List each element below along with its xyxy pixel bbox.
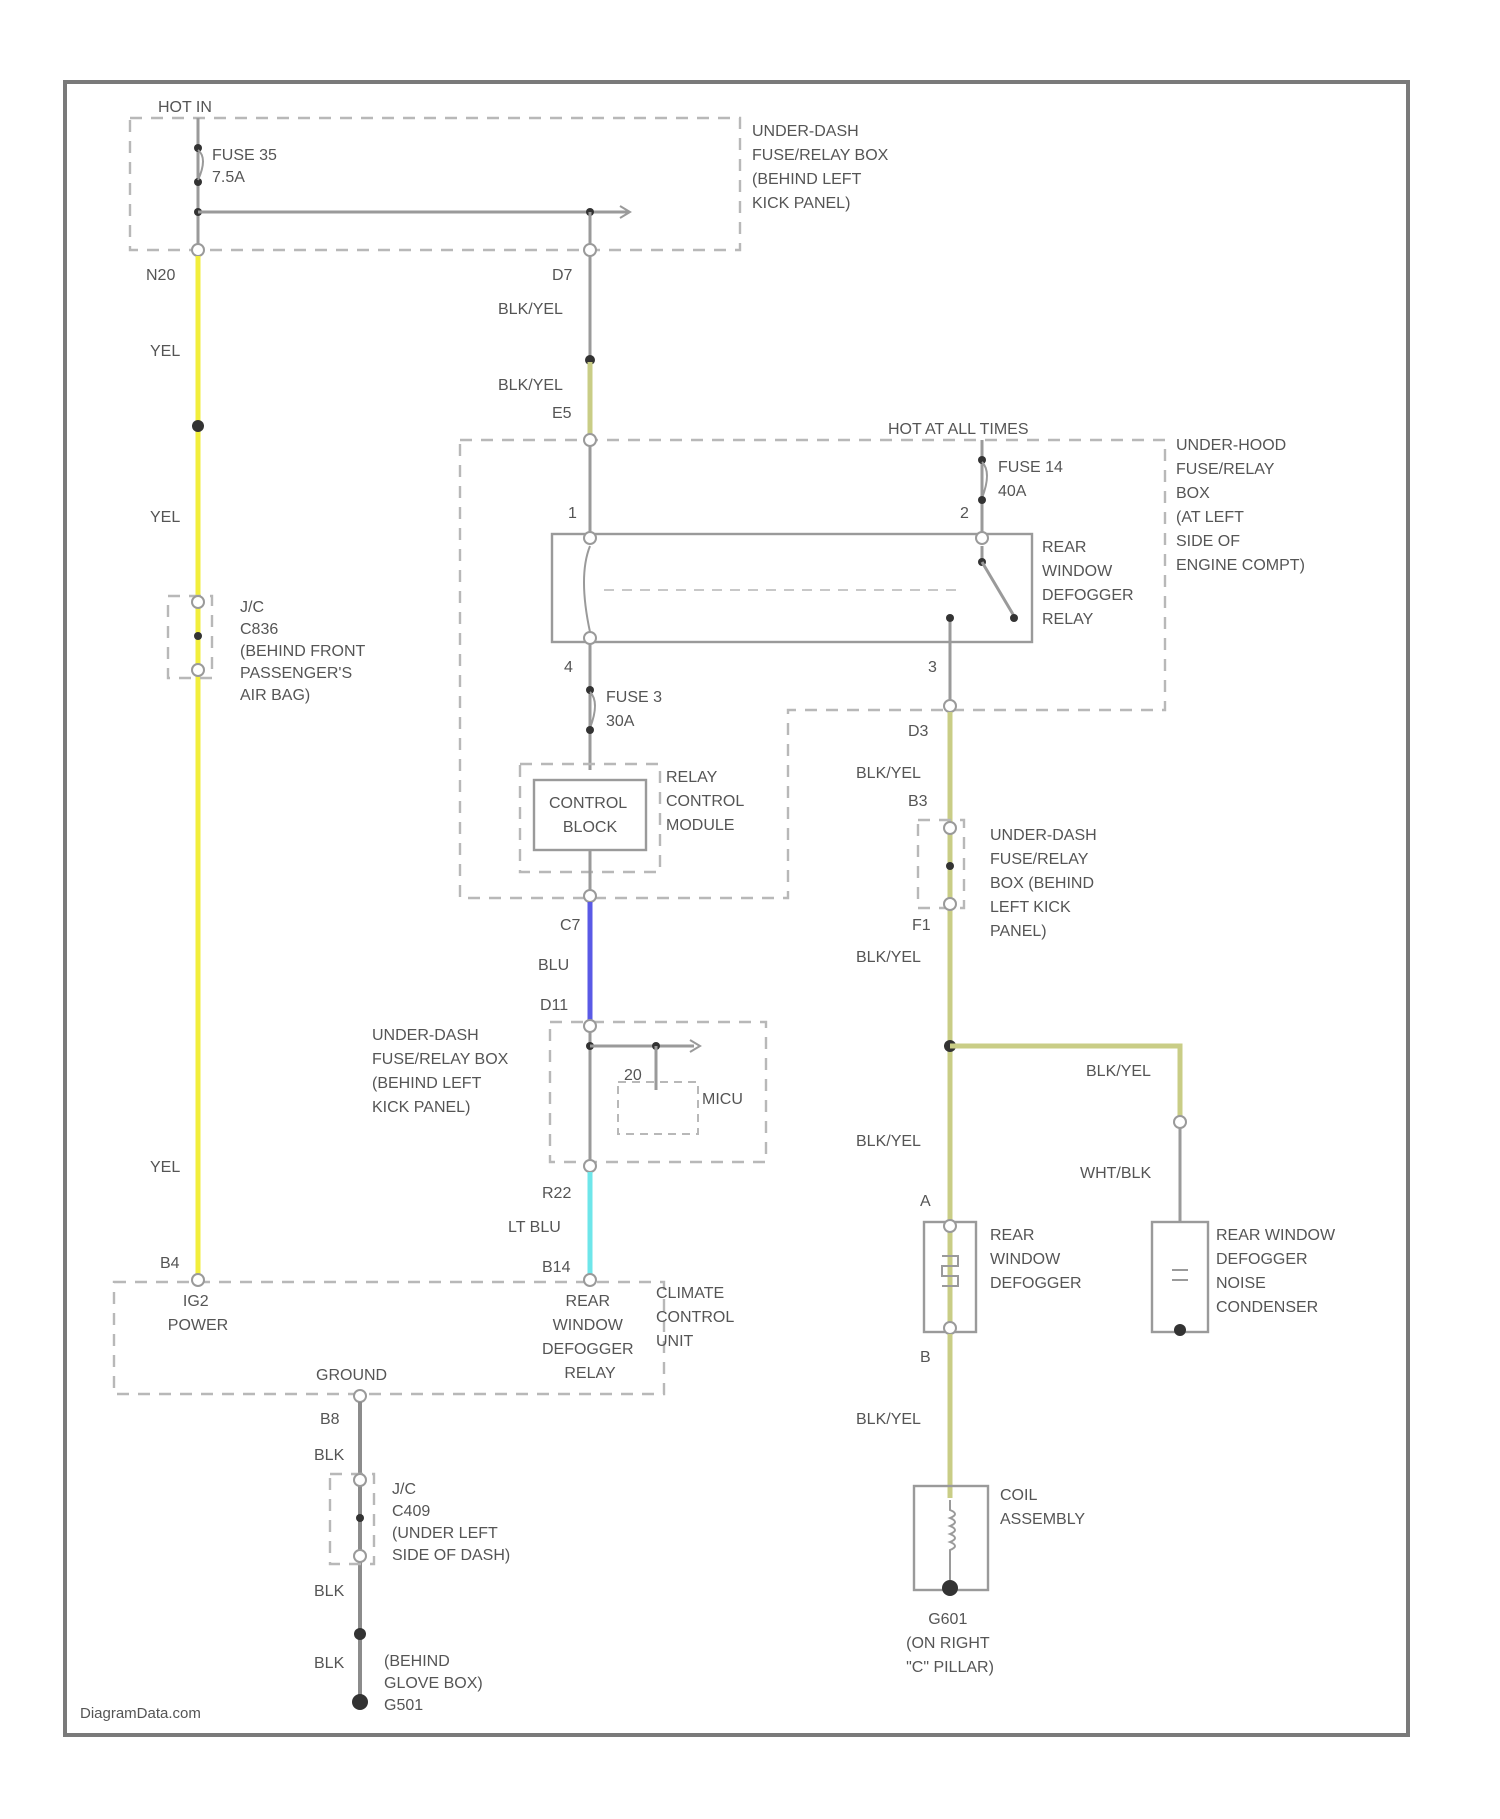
relay-coil-icon	[584, 546, 590, 632]
ground-g601-icon	[942, 1580, 958, 1596]
relay-control-module-label: RELAY CONTROL MODULE	[666, 769, 748, 834]
label-fuse-14: FUSE 14	[998, 459, 1063, 476]
label-yel-3: YEL	[150, 1159, 180, 1176]
coil-assembly-label: COIL ASSEMBLY	[1000, 1487, 1085, 1528]
jc-c836-label: J/C C836 (BEHIND FRONT PASSENGER'S AIR B…	[240, 599, 370, 704]
pin-b4: B4	[160, 1255, 180, 1272]
coil-winding-icon	[950, 1500, 955, 1580]
climate-control-unit-label: CLIMATE CONTROL UNIT	[656, 1285, 738, 1350]
rear-window-defogger-noise-condenser	[1152, 1222, 1208, 1332]
under-dash-box2-label: UNDER-DASH FUSE/RELAY BOX (BEHIND LEFT K…	[990, 827, 1101, 940]
pin-f1: F1	[912, 917, 931, 934]
label-yel-1: YEL	[150, 343, 180, 360]
rear-window-defogger-relay-label: REAR WINDOW DEFOGGER RELAY	[1042, 539, 1138, 628]
pin-r22: R22	[542, 1185, 571, 1202]
label-blk-yel-5: BLK/YEL	[1086, 1063, 1151, 1080]
pin-a: A	[920, 1193, 931, 1210]
pin-b3: B3	[908, 793, 928, 810]
label-hot-in: HOT IN	[158, 99, 212, 116]
wire-blk-yel-condenser	[950, 1046, 1180, 1118]
under-dash-box3-label: UNDER-DASH FUSE/RELAY BOX (BEHIND LEFT K…	[372, 1027, 513, 1116]
control-block	[534, 780, 646, 850]
g601-label: G601 (ON RIGHT "C" PILLAR)	[906, 1611, 994, 1676]
pin-b8: B8	[320, 1411, 340, 1428]
rear-window-defogger-relay	[552, 534, 1032, 642]
ground-g501-icon	[352, 1694, 368, 1710]
label-blu: BLU	[538, 957, 569, 974]
label-blk-1: BLK	[314, 1447, 345, 1464]
pin-2: 2	[960, 505, 969, 522]
label-fuse-3: FUSE 3	[606, 689, 662, 706]
label-hot-at-all-times: HOT AT ALL TIMES	[888, 421, 1029, 438]
pin-d7: D7	[552, 267, 573, 284]
label-ground: GROUND	[316, 1367, 387, 1384]
label-blk-yel-4: BLK/YEL	[856, 949, 921, 966]
pin-e5: E5	[552, 405, 572, 422]
label-fuse-35-rating: 7.5A	[212, 169, 245, 186]
pin-3: 3	[928, 659, 937, 676]
label-micu: MICU	[702, 1091, 743, 1108]
pin-4: 4	[564, 659, 573, 676]
noise-condenser-label: REAR WINDOW DEFOGGER NOISE CONDENSER	[1216, 1227, 1340, 1316]
label-lt-blu: LT BLU	[508, 1219, 561, 1236]
pin-d3: D3	[908, 723, 929, 740]
label-blk-yel-6: BLK/YEL	[856, 1133, 921, 1150]
jc-c409-label: J/C C409 (UNDER LEFT SIDE OF DASH)	[392, 1481, 510, 1564]
rear-window-defogger-label: REAR WINDOW DEFOGGER	[990, 1227, 1082, 1292]
label-fuse-35: FUSE 35	[212, 147, 277, 164]
pin-b: B	[920, 1349, 931, 1366]
label-blk-yel-3: BLK/YEL	[856, 765, 921, 782]
pin-b14: B14	[542, 1259, 571, 1276]
label-blk-yel-2: BLK/YEL	[498, 377, 563, 394]
g501-label: (BEHIND GLOVE BOX) G501	[384, 1653, 487, 1714]
pin-1: 1	[568, 505, 577, 522]
relay-switch-contact	[982, 562, 1014, 616]
label-wht-blk: WHT/BLK	[1080, 1165, 1151, 1182]
label-blk-2: BLK	[314, 1583, 345, 1600]
under-dash-box-top-label: UNDER-DASH FUSE/RELAY BOX (BEHIND LEFT K…	[752, 123, 893, 212]
label-fuse-3-rating: 30A	[606, 713, 635, 730]
pin-c7: C7	[560, 917, 581, 934]
ig2-power-label: IG2 POWER	[168, 1293, 228, 1334]
label-yel-2: YEL	[150, 509, 180, 526]
climate-rear-defogger-relay-label: REAR WINDOW DEFOGGER RELAY	[542, 1293, 638, 1382]
control-block-label: CONTROL BLOCK	[549, 795, 631, 836]
pin-20: 20	[624, 1067, 642, 1084]
label-blk-yel-1: BLK/YEL	[498, 301, 563, 318]
label-blk-yel-7: BLK/YEL	[856, 1411, 921, 1428]
label-blk-3: BLK	[314, 1655, 345, 1672]
under-hood-box-label: UNDER-HOOD FUSE/RELAY BOX (AT LEFT SIDE …	[1176, 437, 1305, 574]
pin-n20: N20	[146, 267, 175, 284]
pin-d11: D11	[540, 997, 568, 1014]
label-fuse-14-rating: 40A	[998, 483, 1027, 500]
watermark: DiagramData.com	[80, 1705, 201, 1722]
diagram-frame	[65, 82, 1408, 1735]
